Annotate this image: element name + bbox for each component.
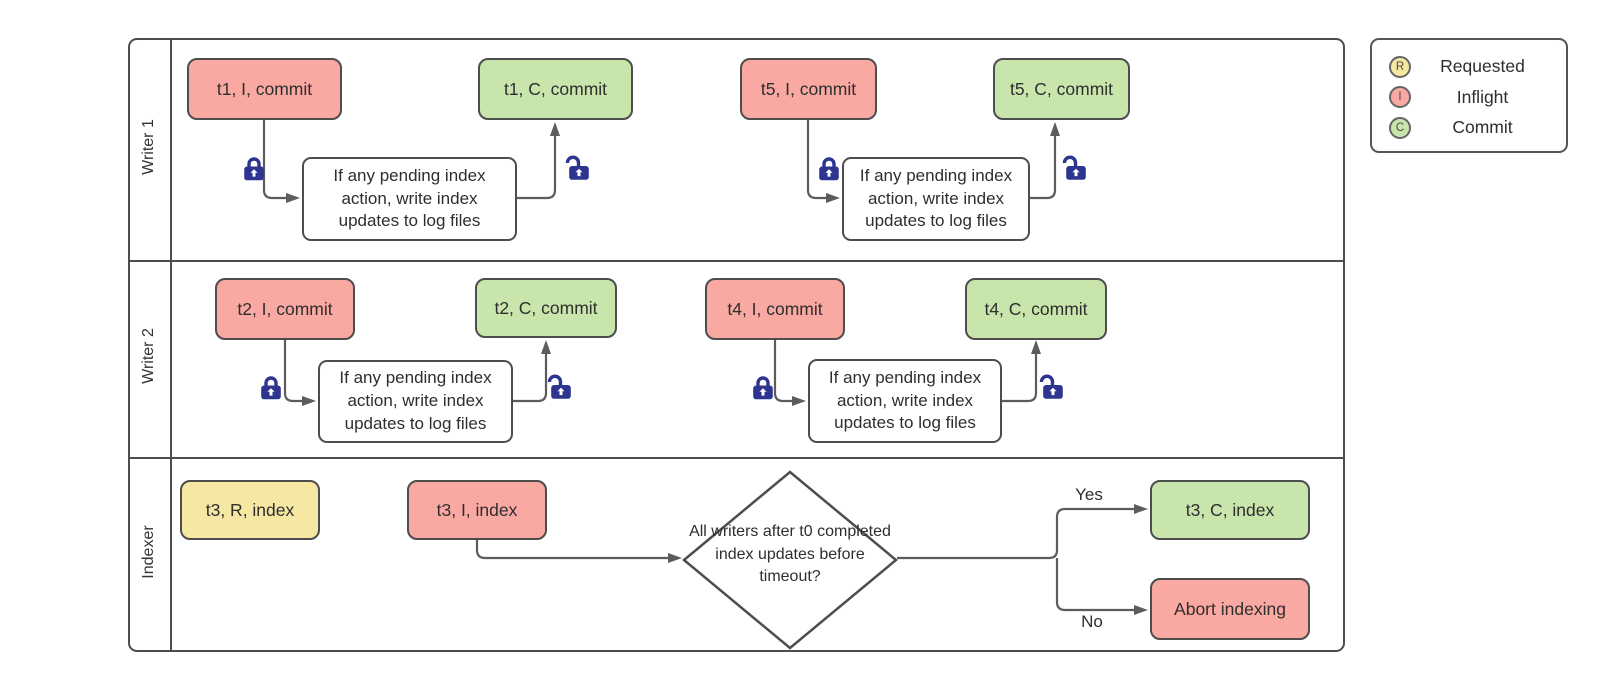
node-t1-inflight: t1, I, commit [187, 58, 342, 120]
legend-row-requested: R Requested [1389, 55, 1554, 78]
legend-row-inflight: I Inflight [1389, 86, 1554, 109]
lock-open-icon [1062, 155, 1086, 180]
requested-state-icon: R [1389, 55, 1411, 78]
arrow-decision-yes [897, 504, 1148, 560]
node-t5-inflight: t5, I, commit [740, 58, 877, 120]
process-note-writer2-t2: If any pending index action, write index… [318, 360, 513, 443]
lane-title-separator [170, 38, 172, 652]
legend-label: Commit [1452, 117, 1513, 137]
lane-divider-1 [128, 260, 1345, 262]
node-t5-commit: t5, C, commit [993, 58, 1130, 120]
arrow-t1i-to-process [262, 120, 300, 203]
node-t3-requested: t3, R, index [180, 480, 320, 540]
node-t2-inflight: t2, I, commit [215, 278, 355, 340]
arrow-t4i-to-process [773, 340, 806, 406]
process-note-writer2-t4: If any pending index action, write index… [808, 359, 1002, 443]
lock-open-icon [547, 374, 571, 399]
edge-label-no: No [1081, 612, 1103, 631]
lock-open-icon [1039, 374, 1063, 399]
node-t4-commit: t4, C, commit [965, 278, 1107, 340]
arrow-decision-no [1055, 558, 1148, 615]
arrow-process-to-t2c [513, 340, 551, 403]
legend-row-commit: C Commit [1389, 116, 1554, 139]
inflight-state-icon: I [1389, 86, 1411, 108]
lane-divider-2 [128, 457, 1345, 459]
lock-closed-icon [753, 376, 773, 400]
arrow-t2i-to-process [283, 340, 316, 406]
legend-label: Requested [1440, 56, 1525, 76]
node-t1-commit: t1, C, commit [478, 58, 633, 120]
node-t3-inflight: t3, I, index [407, 480, 547, 540]
arrow-process-to-t1c [517, 122, 560, 200]
lock-closed-icon [261, 376, 281, 400]
legend-label: Inflight [1456, 86, 1509, 107]
node-abort-indexing: Abort indexing [1150, 578, 1310, 640]
legend: R Requested I Inflight C Commit [1370, 38, 1568, 153]
edge-label-yes: Yes [1075, 485, 1103, 504]
lock-open-icon [565, 155, 589, 180]
lock-closed-icon [244, 157, 264, 181]
node-t4-inflight: t4, I, commit [705, 278, 845, 340]
arrow-process-to-t5c [1030, 122, 1060, 200]
decision-diamond [682, 470, 898, 650]
arrow-t5i-to-process [806, 120, 840, 203]
arrow-t3i-to-decision [475, 540, 682, 563]
process-note-writer1-t5: If any pending index action, write index… [842, 157, 1030, 241]
node-t2-commit: t2, C, commit [475, 278, 617, 338]
lock-closed-icon [819, 157, 839, 181]
node-t3-commit: t3, C, index [1150, 480, 1310, 540]
arrow-process-to-t4c [1002, 340, 1041, 403]
process-note-writer1-t1: If any pending index action, write index… [302, 157, 517, 241]
commit-state-icon: C [1389, 116, 1411, 139]
decision-question: All writers after t0 completed index upd… [689, 523, 891, 586]
